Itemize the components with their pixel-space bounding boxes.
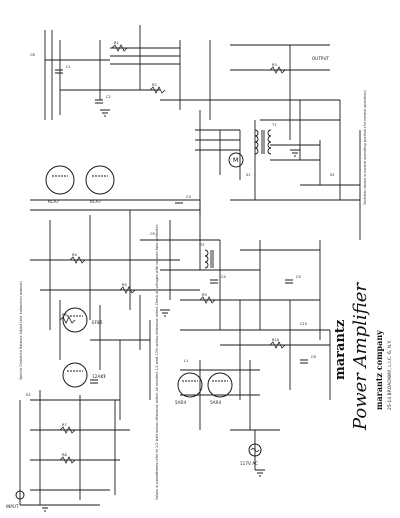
component-label: T1 xyxy=(271,123,276,127)
tube-v6 xyxy=(207,372,233,398)
component-label: R6 xyxy=(62,313,67,317)
tube-label: 6CA7 xyxy=(90,199,101,204)
tube-v1 xyxy=(62,307,88,333)
tube-v3 xyxy=(45,165,75,195)
tube-v4 xyxy=(85,165,115,195)
values-note: Values in parentheses refer to 1/2 watt … xyxy=(155,224,159,500)
input-label: INPUT xyxy=(6,504,19,509)
tube-label: 5AR4 xyxy=(175,400,186,405)
component-label: R4 xyxy=(72,253,77,257)
ground-symbols xyxy=(40,109,300,512)
meter-label: M xyxy=(233,157,238,164)
title-block: marantz Power Amplifier marantz company … xyxy=(333,282,393,431)
component-label: T2 xyxy=(199,243,204,247)
vacuum-tubes xyxy=(45,165,233,398)
wiring xyxy=(19,25,361,506)
component-label: R7 xyxy=(62,423,67,427)
company-address: 25-14 BROADWAY, L.I.C. 6, N.Y. xyxy=(387,340,393,410)
component-label: R5 xyxy=(122,283,127,287)
switch-note: Switches shown in normal operating posit… xyxy=(363,90,367,205)
component-label: R8 xyxy=(62,453,67,457)
component-label: R1 xyxy=(114,41,119,45)
component-label: C4 xyxy=(221,275,227,279)
component-label: R9 xyxy=(202,293,207,297)
component-label: C7 xyxy=(101,375,106,379)
tube-label: 12AX7 xyxy=(92,374,106,379)
component-label: C3 xyxy=(186,195,191,199)
company-name: marantz company xyxy=(374,330,384,410)
output-transformer xyxy=(204,129,272,269)
tube-v5 xyxy=(177,372,203,398)
product-title: Power Amplifier xyxy=(350,282,371,431)
tube-label: EF86 xyxy=(92,320,103,325)
component-label: S2 xyxy=(330,173,335,177)
tube-v2 xyxy=(62,362,88,388)
component-labels: R1 R2 R3 R4 R5 R6 R7 R8 R9 R10 C1 C2 C3 … xyxy=(26,41,335,457)
component-label: S3 xyxy=(26,393,31,397)
component-label: R2 xyxy=(152,83,157,87)
ac-line-source: 117V AC xyxy=(240,443,262,466)
distortion-note: Special Distortion Balance Adjust (see i… xyxy=(19,281,23,380)
component-label: C9 xyxy=(150,232,156,236)
component-label: R10 xyxy=(272,338,280,342)
capacitors xyxy=(55,69,308,384)
component-label: C10 xyxy=(300,322,308,326)
component-label: S1 xyxy=(246,173,251,177)
brand-logo: marantz xyxy=(333,320,348,380)
resistors xyxy=(59,44,286,464)
input-jack: INPUT xyxy=(6,490,25,509)
component-label: C1 xyxy=(66,65,71,69)
component-label: L1 xyxy=(184,359,188,363)
component-label: C5 xyxy=(296,275,301,279)
component-label: C2 xyxy=(106,95,111,99)
component-label: R3 xyxy=(272,63,277,67)
tube-labels: 6CA7 6CA7 EF86 12AX7 5AR4 5AR4 xyxy=(48,199,221,405)
component-label: C8 xyxy=(30,53,36,57)
tube-label: 6CA7 xyxy=(48,199,59,204)
output-label: OUTPUT xyxy=(312,56,330,61)
tube-label: 5AR4 xyxy=(210,400,221,405)
component-label: C6 xyxy=(311,355,317,359)
meter-symbol: M xyxy=(228,152,244,168)
line-voltage-label: 117V AC xyxy=(240,461,258,466)
